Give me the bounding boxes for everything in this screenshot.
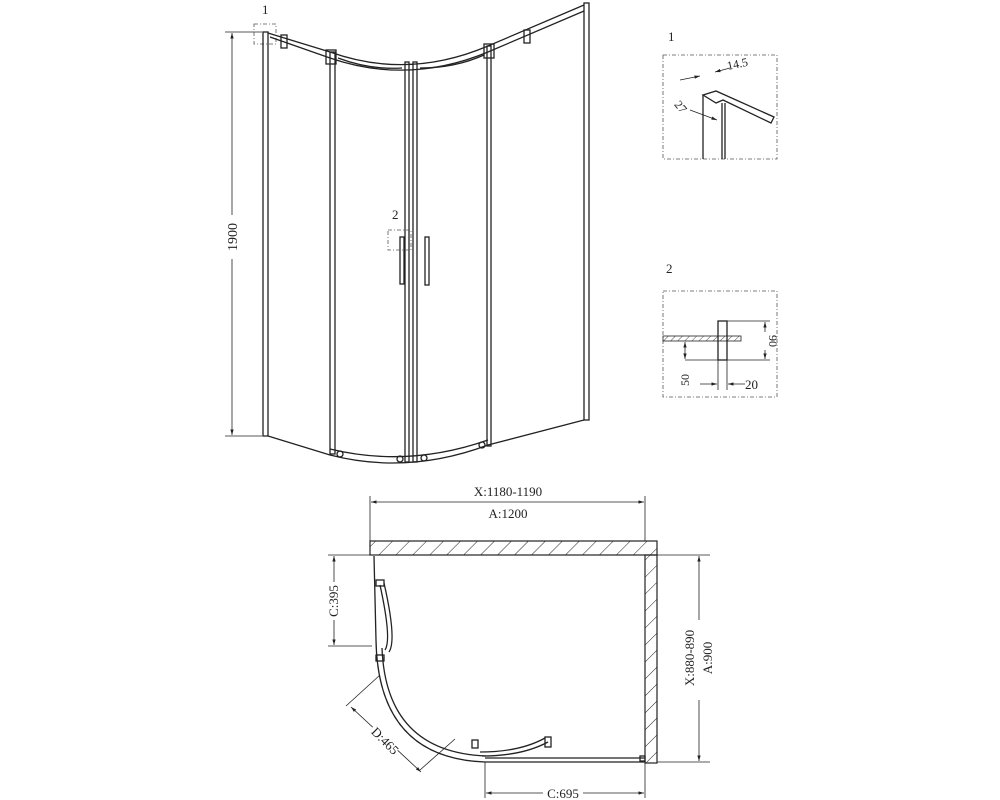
door-handles bbox=[399, 236, 430, 286]
depth-dimension: X:880-890 A:900 bbox=[657, 554, 715, 763]
walls bbox=[369, 540, 658, 764]
detail-1-label: 1 bbox=[668, 29, 675, 44]
detail-2-label: 2 bbox=[666, 261, 673, 276]
detail-2-dim-90: 90 bbox=[766, 335, 780, 347]
door-d-dimension: D:465 bbox=[345, 674, 456, 773]
left-handle bbox=[399, 236, 405, 285]
detail-2-dim-50: 50 bbox=[678, 374, 692, 386]
plan-view: X:1180-1190 A:1200 X:880-890 A:900 C:395… bbox=[326, 484, 715, 800]
detail-1-dim-14-5: 14.5 bbox=[726, 55, 749, 73]
detail-1: 1 14.5 27 bbox=[662, 29, 778, 160]
detail-ref-2: 2 bbox=[392, 207, 399, 222]
detail-2: 2 90 50 20 bbox=[662, 261, 780, 398]
right-handle bbox=[424, 236, 430, 286]
depth-nominal-label: A:900 bbox=[700, 642, 715, 675]
enclosure-plan bbox=[373, 555, 646, 763]
detail-2-dim-20: 20 bbox=[745, 377, 758, 392]
front-c-label: C:695 bbox=[547, 786, 579, 800]
detail-ref-1: 1 bbox=[262, 2, 269, 17]
height-dimension: 1900 bbox=[222, 31, 262, 437]
front-elevation: 1900 1 bbox=[222, 2, 590, 464]
side-c-dimension: C:395 bbox=[326, 554, 372, 647]
enclosure-outline bbox=[262, 2, 590, 464]
side-c-label: C:395 bbox=[326, 585, 341, 617]
front-c-dimension: C:695 bbox=[484, 762, 646, 800]
height-dim-label: 1900 bbox=[226, 223, 241, 251]
width-dimension: X:1180-1190 A:1200 bbox=[369, 484, 646, 541]
depth-range-label: X:880-890 bbox=[682, 630, 697, 686]
detail-marker-1: 1 bbox=[253, 2, 277, 45]
detail-marker-2: 2 bbox=[387, 207, 412, 251]
width-range-label: X:1180-1190 bbox=[474, 484, 542, 499]
width-nominal-label: A:1200 bbox=[489, 506, 528, 521]
detail-1-dim-27: 27 bbox=[671, 98, 689, 116]
